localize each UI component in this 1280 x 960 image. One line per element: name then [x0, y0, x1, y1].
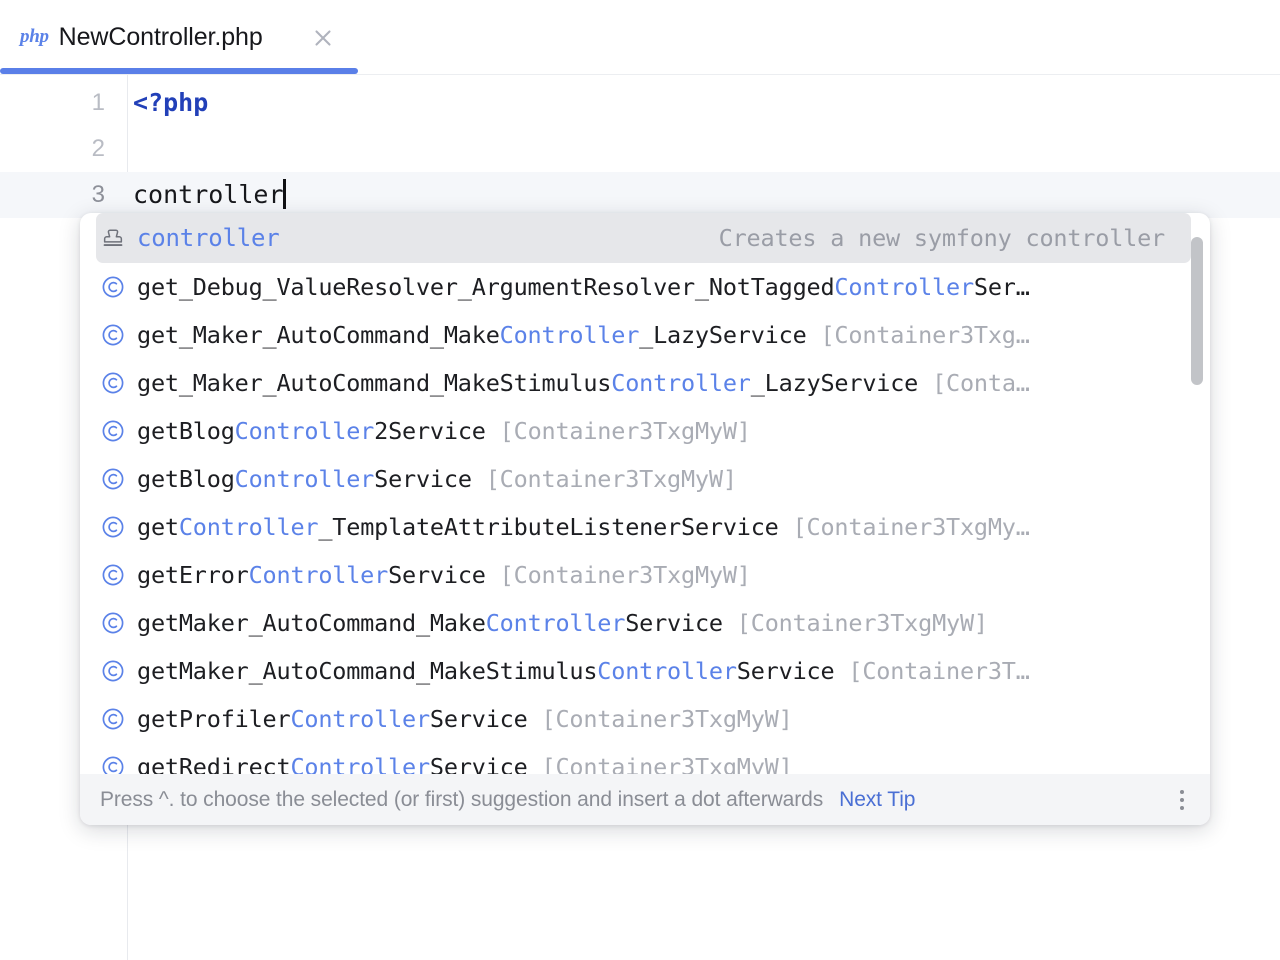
class-icon	[98, 512, 128, 542]
tab-title: NewController.php	[58, 22, 263, 51]
completion-item-label: getMaker_AutoCommand_MakeControllerServi…	[137, 609, 988, 637]
completion-item[interactable]: getController_TemplateAttributeListenerS…	[80, 503, 1210, 551]
text-caret	[282, 179, 286, 209]
class-icon	[98, 656, 128, 686]
completion-item[interactable]: getBlogControllerService [Container3TxgM…	[80, 455, 1210, 503]
completion-item-label: get_Debug_ValueResolver_ArgumentResolver…	[137, 273, 1030, 301]
active-tab-indicator	[0, 68, 358, 74]
completion-item[interactable]: get_Maker_AutoCommand_MakeController_Laz…	[80, 311, 1210, 359]
completion-item[interactable]: getMaker_AutoCommand_MakeControllerServi…	[80, 599, 1210, 647]
completion-item-label: controller	[137, 224, 280, 252]
completion-item-label: getRedirectControllerService [Container3…	[137, 753, 793, 774]
class-icon	[98, 272, 128, 302]
line-content: controller	[133, 172, 286, 218]
code-completion-popup[interactable]: controller Creates a new symfony controll…	[80, 213, 1210, 825]
completion-item-label: getProfilerControllerService [Container3…	[137, 705, 793, 733]
live-template-stamp-icon	[98, 223, 128, 253]
close-icon[interactable]	[312, 27, 334, 49]
completion-item[interactable]: getRedirectControllerService [Container3…	[80, 743, 1210, 774]
completion-item-label: getErrorControllerService [Container3Txg…	[137, 561, 751, 589]
completion-item[interactable]: get_Debug_ValueResolver_ArgumentResolver…	[80, 263, 1210, 311]
class-icon	[98, 608, 128, 638]
editor-tab-newcontroller[interactable]: php NewController.php	[0, 0, 358, 74]
line-number: 3	[91, 181, 105, 208]
completion-footer: Press ^. to choose the selected (or firs…	[80, 774, 1210, 825]
line-content: <?php	[133, 80, 208, 126]
completion-item-description: Creates a new symfony controller	[718, 224, 1166, 252]
php-file-icon: php	[20, 26, 49, 47]
completion-item-label: getMaker_AutoCommand_MakeStimulusControl…	[137, 657, 1030, 685]
completion-list[interactable]: controller Creates a new symfony controll…	[80, 213, 1210, 774]
class-icon	[98, 752, 128, 774]
completion-item-label: get_Maker_AutoCommand_MakeStimulusContro…	[137, 369, 1030, 397]
class-icon	[98, 368, 128, 398]
completion-item[interactable]: getMaker_AutoCommand_MakeStimulusControl…	[80, 647, 1210, 695]
line-number: 2	[91, 135, 105, 162]
completion-item[interactable]: getErrorControllerService [Container3Txg…	[80, 551, 1210, 599]
completion-item-label: getController_TemplateAttributeListenerS…	[137, 513, 1030, 541]
more-vertical-icon[interactable]	[1170, 786, 1194, 814]
completion-item-label: getBlogControllerService [Container3TxgM…	[137, 465, 737, 493]
class-icon	[98, 704, 128, 734]
class-icon	[98, 560, 128, 590]
class-icon	[98, 464, 128, 494]
editor-line-2: 2	[0, 126, 1280, 172]
php-open-tag-token: <?php	[133, 88, 209, 117]
class-icon	[98, 320, 128, 350]
class-icon	[98, 416, 128, 446]
footer-hint-text: Press ^. to choose the selected (or firs…	[100, 787, 824, 811]
completion-scrollbar-thumb[interactable]	[1191, 237, 1203, 385]
completion-item[interactable]: getBlogController2Service [Container3Txg…	[80, 407, 1210, 455]
typed-text: controller	[133, 180, 284, 209]
completion-item[interactable]: getProfilerControllerService [Container3…	[80, 695, 1210, 743]
next-tip-link[interactable]: Next Tip	[839, 787, 916, 811]
editor-line-1: 1 <?php	[0, 80, 1280, 126]
line-number: 1	[91, 89, 105, 116]
completion-item[interactable]: get_Maker_AutoCommand_MakeStimulusContro…	[80, 359, 1210, 407]
completion-scrollbar[interactable]	[1190, 223, 1204, 771]
editor-tab-bar: php NewController.php	[0, 0, 1280, 75]
completion-item-label: get_Maker_AutoCommand_MakeController_Laz…	[137, 321, 1030, 349]
completion-item-selected[interactable]: controller Creates a new symfony controll…	[96, 213, 1191, 263]
editor-line-3: 3 controller	[0, 172, 1280, 218]
completion-item-label: getBlogController2Service [Container3Txg…	[137, 417, 751, 445]
